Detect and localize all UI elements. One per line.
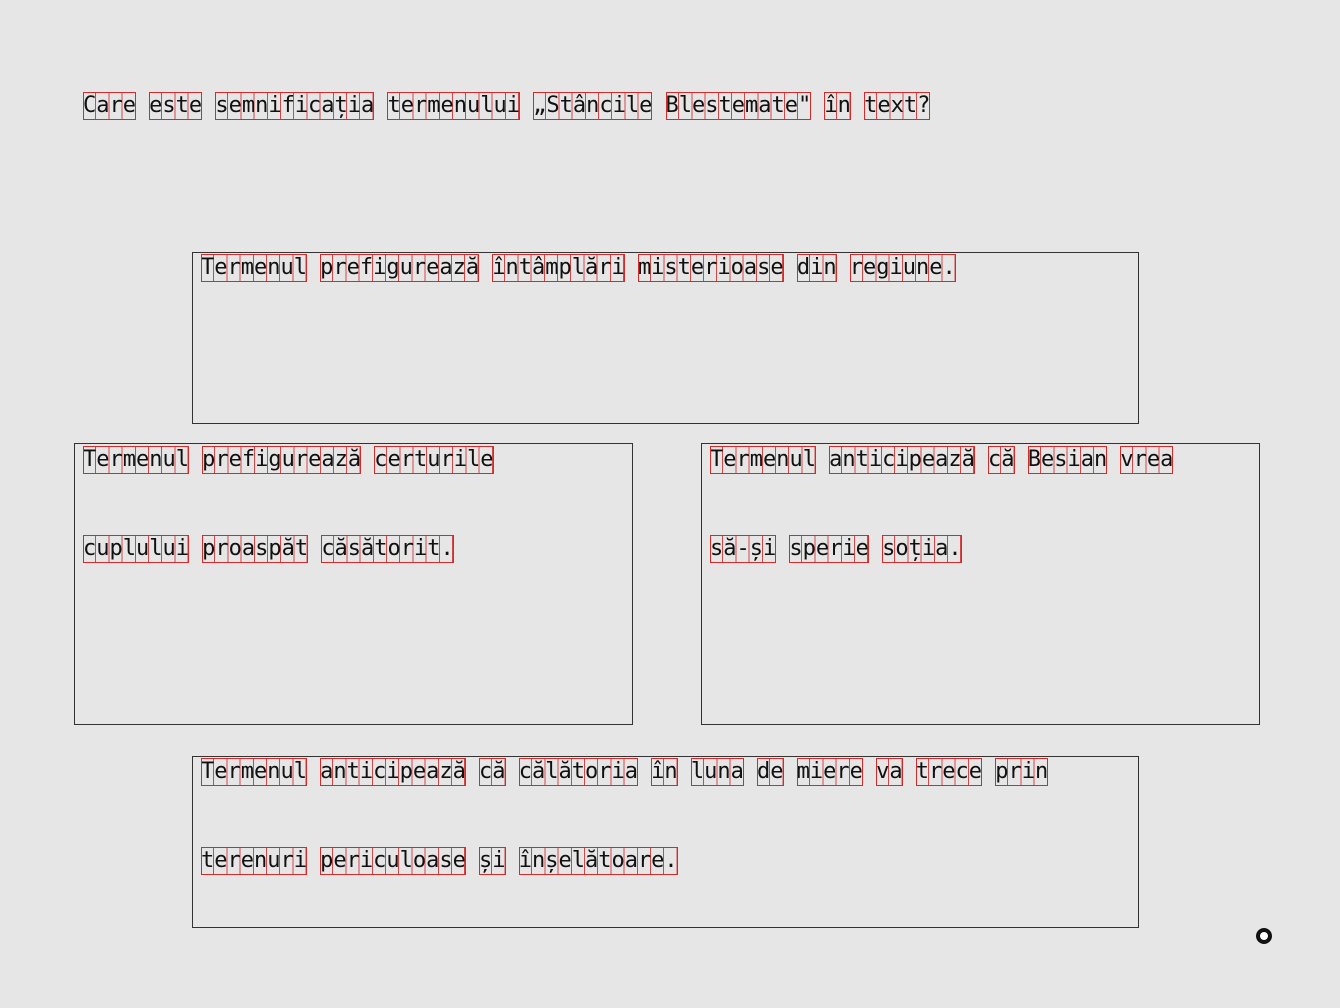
answer-option-2-line-2: cuplului proaspăt căsătorit. [83,535,454,563]
word-box: prefigurează [202,446,362,474]
answer-option-3-line-1: Termenul anticipează că Besian vrea [710,446,1174,474]
word-gap [520,92,533,120]
word-gap [466,847,479,875]
word-box: căsătorit. [321,535,454,563]
answer-option-3-line-2: să-și sperie soția. [710,535,962,563]
word-gap [479,254,492,282]
word-box: Termenul [83,446,189,474]
word-box: călătoria [518,758,638,786]
cursor-circle-icon [1256,928,1272,944]
answer-option-4[interactable] [192,756,1139,928]
answer-option-2[interactable] [74,443,633,725]
answer-option-1[interactable] [192,252,1139,424]
word-box: semnificația [215,92,375,120]
word-gap [625,254,638,282]
word-box: proaspăt [202,535,309,563]
word-box: că [479,758,506,786]
word-gap [776,535,789,563]
word-box: sperie [789,535,869,563]
word-box: întâmplări [492,254,625,282]
word-box: din [796,254,837,282]
word-gap [506,847,519,875]
word-box: în [824,92,851,120]
word-gap [851,92,864,120]
word-box: misterioase [637,254,784,282]
word-gap [136,92,149,120]
word-box: termenului [387,92,520,120]
word-gap [189,535,202,563]
word-gap [307,254,320,282]
word-gap [202,92,215,120]
word-box: în [651,758,678,786]
word-gap [744,758,757,786]
word-box: Termenul [710,446,816,474]
answer-option-3[interactable] [701,443,1260,725]
word-box: de [757,758,784,786]
word-gap [652,92,665,120]
word-gap [975,446,988,474]
word-box: Care [83,92,136,120]
word-box: să-și [710,535,777,563]
word-box: prin [995,758,1049,786]
word-gap [869,535,882,563]
question-text: Care este semnificația termenului „Stâncile B… [83,92,931,120]
word-gap [308,535,321,563]
word-gap [307,847,320,875]
word-box: anticipează [320,758,466,786]
word-box: prefigurează [320,254,480,282]
word-box: terenuri [201,847,307,875]
word-gap [361,446,374,474]
word-gap [784,254,797,282]
word-box: va [876,758,903,786]
word-gap [982,758,995,786]
word-gap [506,758,519,786]
word-box: text? [864,92,931,120]
word-box: miere [796,758,863,786]
word-box: luna [690,758,744,786]
word-box: Besian [1027,446,1108,474]
word-gap [784,758,797,786]
word-box: trece [915,758,983,786]
word-gap [189,446,202,474]
word-box: este [149,92,203,120]
word-gap [1015,446,1028,474]
word-box: și [479,847,506,875]
word-box: Termenul [201,254,307,282]
word-box: vrea [1120,446,1174,474]
word-gap [307,758,320,786]
word-box: înșelătoare. [518,847,678,875]
word-box: certurile [374,446,494,474]
word-gap [811,92,824,120]
word-box: Termenul [201,758,307,786]
word-gap [816,446,829,474]
word-box: regiune. [849,254,956,282]
word-box: „Stâncile [533,92,653,120]
word-gap [903,758,916,786]
word-gap [678,758,691,786]
answer-option-2-line-1: Termenul prefigurează certurile [83,446,494,474]
word-box: cuplului [83,535,189,563]
word-gap [466,758,479,786]
answer-option-1-line-1: Termenul prefigurează întâmplări misterioas… [201,254,956,282]
word-gap [374,92,387,120]
word-box: anticipează [829,446,975,474]
word-box: soția. [882,535,962,563]
word-box: periculoase [320,847,466,875]
word-gap [1107,446,1120,474]
word-gap [837,254,850,282]
answer-option-4-line-2: terenuri periculoase și înșelătoare. [201,847,678,875]
word-gap [638,758,651,786]
word-box: că [988,446,1015,474]
word-gap [863,758,876,786]
word-box: Blestemate" [665,92,812,120]
